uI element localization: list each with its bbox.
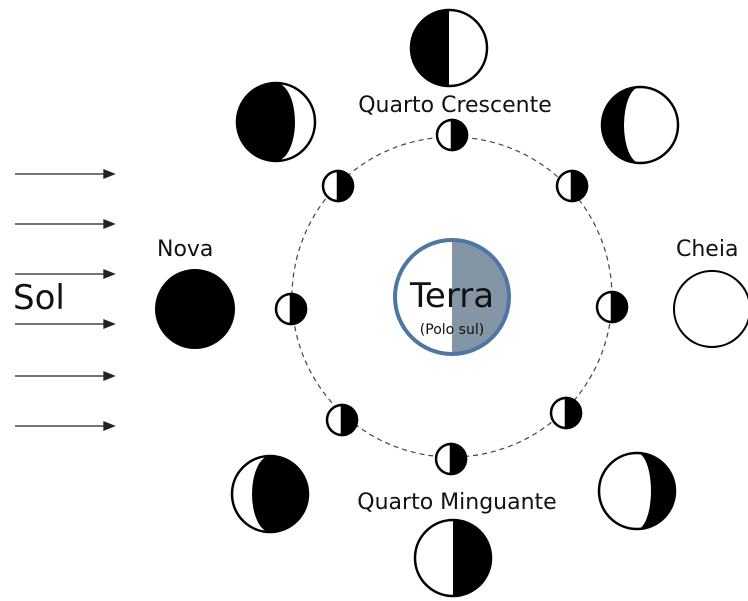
sunlight-arrow-icon — [15, 319, 116, 329]
waxing-crescent-moon — [235, 81, 317, 163]
earth-night-side — [452, 240, 509, 354]
orbit-moons — [274, 118, 629, 476]
sunlight-arrows — [15, 169, 116, 431]
new-moon — [155, 269, 235, 349]
full-moon-label: Cheia — [676, 237, 738, 262]
first-quarter-moon — [409, 8, 489, 88]
sunlight-arrow-icon — [15, 219, 116, 229]
orbit-moon-icon — [435, 118, 469, 152]
earth: Terra (Polo sul) — [393, 238, 511, 356]
sun-label: Sol — [13, 278, 65, 318]
orbit-moon-icon — [434, 442, 468, 476]
sunlight-arrow-icon — [15, 169, 116, 179]
waning-gibbous-moon — [597, 451, 677, 531]
full-moon — [673, 270, 748, 348]
sunlight-arrow-icon — [15, 371, 116, 381]
last-quarter-label: Quarto Minguante — [357, 490, 556, 515]
orbit-moon-icon — [555, 169, 589, 203]
last-quarter-moon — [413, 518, 493, 598]
new-moon-label: Nova — [157, 237, 213, 262]
orbit-moon-icon — [321, 169, 355, 203]
orbit-moon-icon — [325, 403, 359, 437]
waxing-gibbous-moon — [600, 85, 680, 165]
sunlight-arrow-icon — [15, 421, 116, 431]
sunlight-arrow-icon — [15, 269, 116, 279]
orbit-moon-icon — [274, 292, 308, 326]
waning-crescent-moon — [230, 454, 310, 534]
first-quarter-label: Quarto Crescente — [358, 93, 552, 118]
earth-note: (Polo sul) — [420, 322, 484, 338]
earth-label: Terra — [409, 276, 494, 316]
orbit-moon-icon — [595, 290, 629, 324]
orbit-moon-icon — [549, 396, 583, 430]
